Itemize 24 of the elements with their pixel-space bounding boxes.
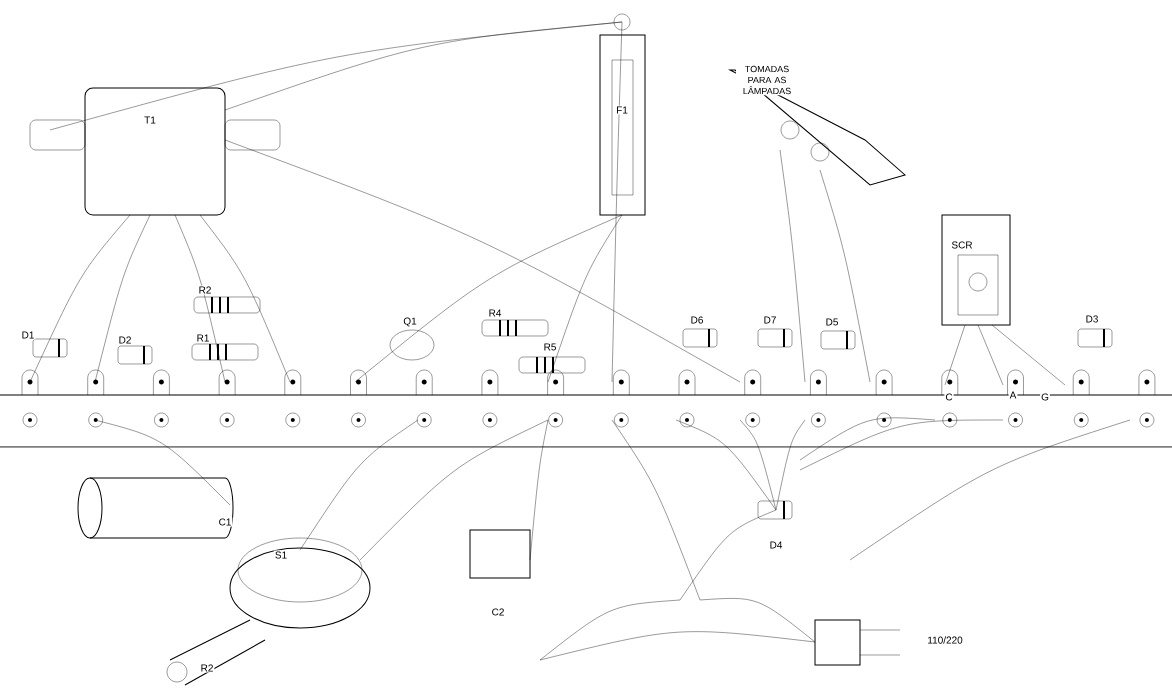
part-label: F1 [617,106,628,114]
part-label: TOMADAS PARA AS LÂMPADAS [743,65,791,95]
part-label: A [1009,391,1017,399]
part-label: R5 [544,343,556,351]
part-label: Q1 [403,317,417,327]
part-label: C2 [492,608,504,616]
part-label: R2 [201,664,213,672]
part-label: D7 [764,316,776,324]
part-label: SCR [951,241,973,249]
part-label: D3 [1086,315,1098,323]
part-label: C1 [219,518,231,526]
part-label: D4 [770,541,783,549]
part-label: 110/220 [928,636,963,644]
part-label: R4 [489,309,502,317]
part-label: R2 [199,286,211,294]
part-label: T1 [144,116,156,124]
part-label: D1 [22,331,34,339]
part-label: S1 [275,551,287,559]
part-label: G [1041,393,1049,401]
part-label: D5 [826,318,838,326]
part-label: C [945,393,953,401]
part-label: D2 [119,336,131,344]
part-label: D6 [691,316,703,324]
part-label: R1 [197,334,209,342]
